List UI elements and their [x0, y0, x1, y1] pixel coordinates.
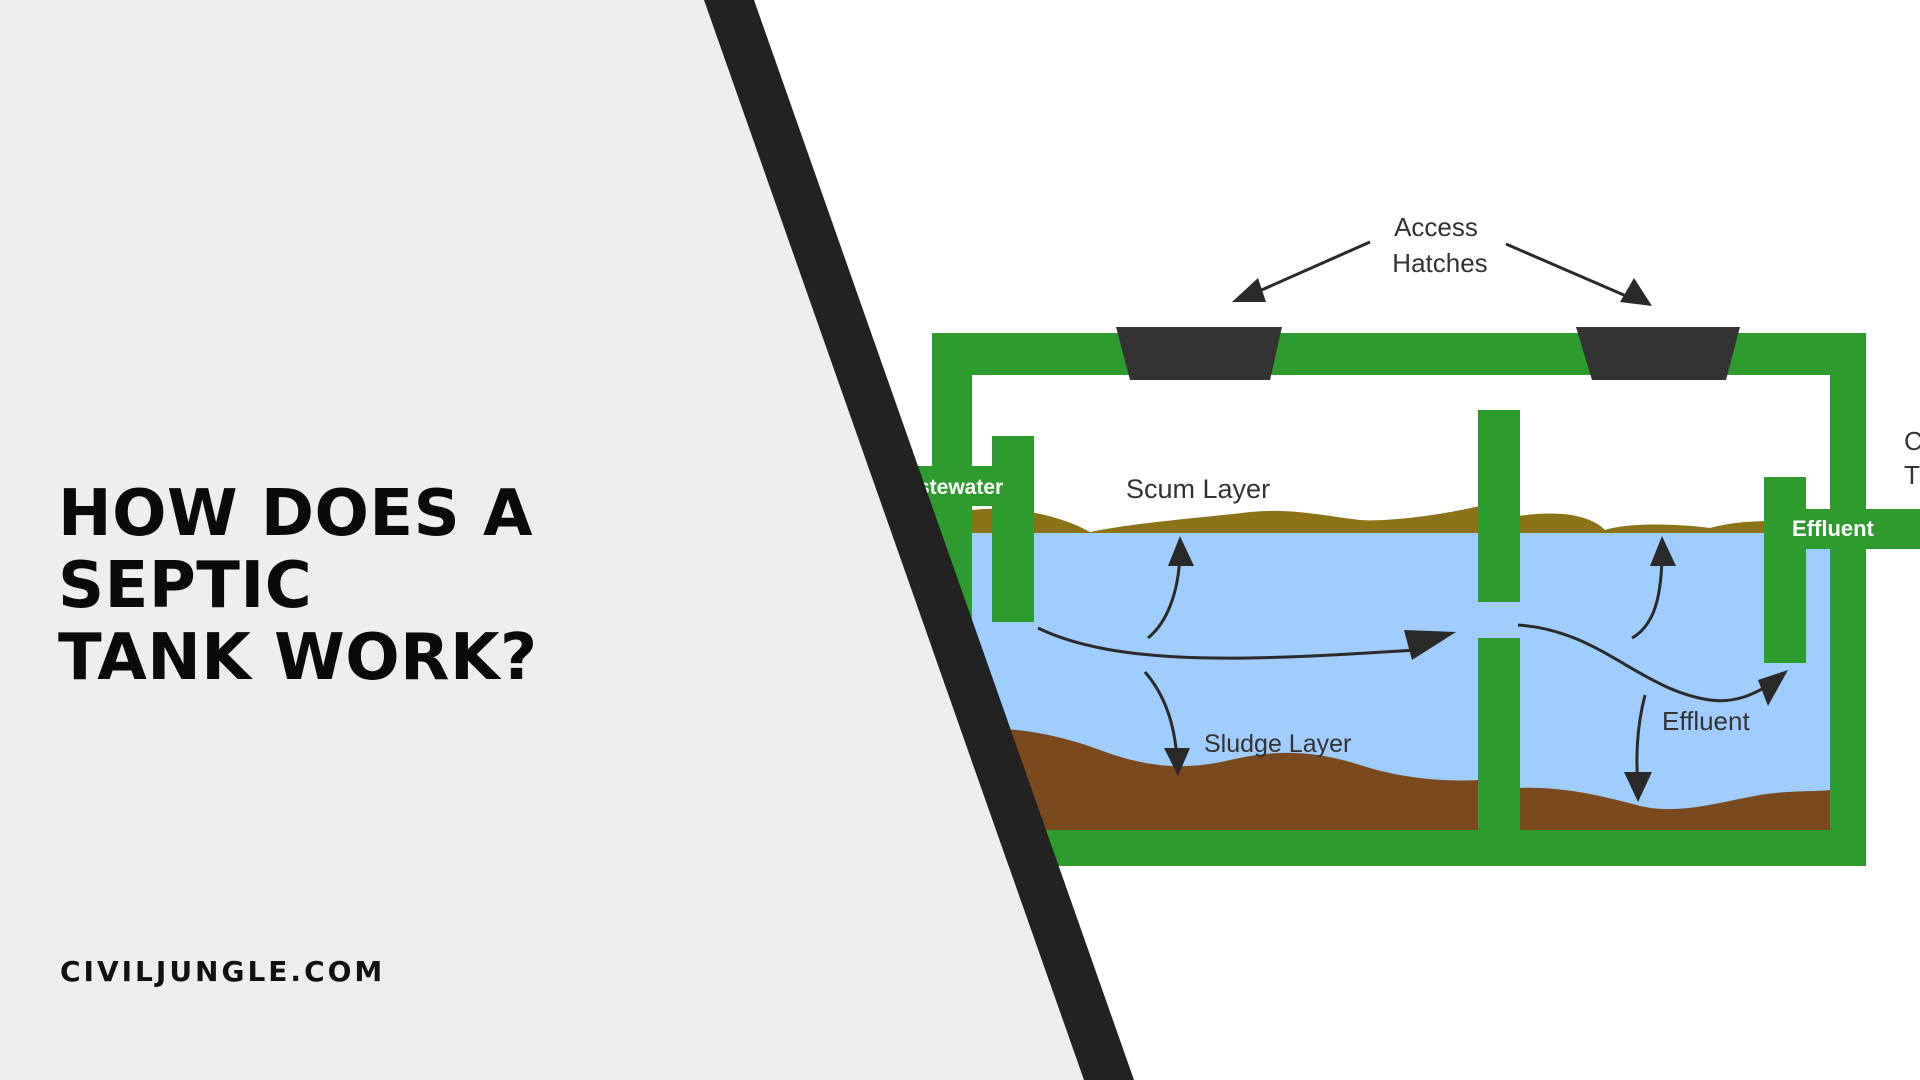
- septic-tank-diagram: Access Hatches Scum Layer Sludge Layer E…: [905, 212, 1920, 866]
- arrowhead-right-hatch: [1620, 278, 1652, 306]
- diagonal-divider: [704, 0, 1134, 1080]
- cropped-label-bottom: T: [1904, 460, 1920, 490]
- effluent-inner-label: Effluent: [1662, 706, 1750, 736]
- scum-layer: [972, 506, 1480, 533]
- inlet-tee-vertical: [992, 436, 1034, 622]
- outlet-tee-vertical: [1764, 477, 1806, 663]
- wastewater-label: stewater: [918, 476, 1003, 499]
- arrow-heads: [1164, 278, 1788, 802]
- arrow-inlet-flow: [1037, 626, 1417, 660]
- scum-layer-right: [1518, 513, 1830, 533]
- effluent-outlet-label: Effluent: [1792, 516, 1875, 541]
- access-hatch-left: [1116, 327, 1282, 380]
- access-hatches-label-line1: Access: [1394, 212, 1478, 242]
- arrow-middle-flow: [1517, 623, 1776, 703]
- outlet-pipe: [1764, 509, 1920, 549]
- access-hatch-right: [1576, 327, 1740, 380]
- sludge-layer-label: Sludge Layer: [1204, 730, 1351, 758]
- arrow-to-left-hatch: [1247, 240, 1371, 298]
- sludge-layer: [972, 728, 1480, 830]
- middle-baffle-lower: [1478, 638, 1520, 830]
- arrowhead-sludge-right: [1624, 772, 1652, 802]
- site-name: CIVILJUNGLE.COM: [60, 955, 386, 988]
- arrowhead-middle-flow: [1758, 670, 1788, 706]
- cropped-label-top: C: [1904, 426, 1920, 456]
- arrowhead-scum-left: [1168, 536, 1194, 566]
- arrowhead-sludge-left: [1164, 748, 1190, 776]
- arrowhead-left-hatch: [1232, 278, 1266, 302]
- scum-layer-label: Scum Layer: [1126, 474, 1270, 504]
- arrowhead-scum-right: [1650, 536, 1676, 566]
- middle-baffle-upper: [1478, 410, 1520, 602]
- arrowhead-inlet-flow: [1404, 630, 1456, 660]
- page-title: HOW DOES A SEPTIC TANK WORK?: [58, 477, 538, 695]
- left-panel: [0, 0, 1084, 1080]
- arrow-to-right-hatch: [1505, 242, 1641, 304]
- access-hatches-label-line2: Hatches: [1392, 248, 1487, 278]
- sludge-layer-right: [1518, 787, 1830, 830]
